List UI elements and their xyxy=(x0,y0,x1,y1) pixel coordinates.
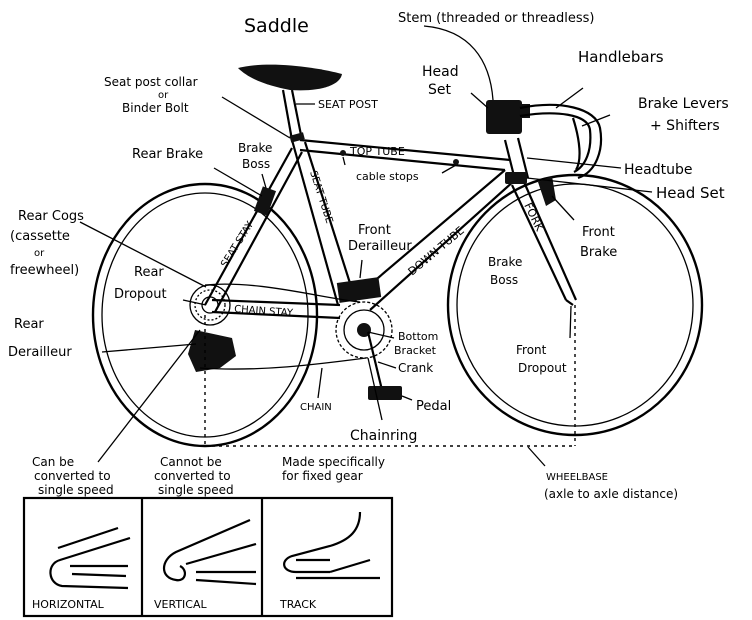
label-fork-brake-boss-2: Boss xyxy=(490,273,518,287)
handlebars xyxy=(519,103,603,180)
caption-track: TRACK xyxy=(279,598,317,611)
note-vertical-2: converted to xyxy=(154,469,231,483)
note-horizontal-3: single speed xyxy=(38,483,114,497)
head-set-lower xyxy=(505,172,527,184)
label-chain-stay: CHAIN STAY xyxy=(234,304,294,319)
label-head-set-lower: Head Set xyxy=(656,184,725,202)
label-pedal: Pedal xyxy=(416,399,451,414)
label-rear-cogs-2: (cassette xyxy=(10,229,70,244)
label-head-tube: Headtube xyxy=(624,162,692,178)
note-horizontal-2: converted to xyxy=(34,469,111,483)
dropout-types-panel: HORIZONTAL VERTICAL TRACK xyxy=(22,496,394,618)
label-seat-post: SEAT POST xyxy=(318,98,378,111)
label-front-brake-2: Brake xyxy=(580,245,617,260)
label-wheelbase-1: WHEELBASE xyxy=(546,472,608,483)
label-bottom-bracket-1: Bottom xyxy=(398,330,438,343)
label-seat-post-collar-1: Seat post collar xyxy=(104,75,198,89)
caption-vertical: VERTICAL xyxy=(154,598,207,611)
note-vertical-3: single speed xyxy=(158,483,234,497)
track-dropout-sketch xyxy=(283,511,380,580)
label-chainring: Chainring xyxy=(350,428,417,444)
label-down-tube: DOWN TUBE xyxy=(406,224,467,278)
horizontal-dropout-sketch xyxy=(49,526,131,590)
label-rear-derailleur-1: Rear xyxy=(14,317,44,332)
label-rear-brake: Rear Brake xyxy=(132,147,203,162)
label-brake-boss-1: Brake xyxy=(238,141,272,155)
caption-horizontal: HORIZONTAL xyxy=(32,598,105,611)
label-head-set-top-2: Set xyxy=(428,82,452,98)
label-brake-levers-1: Brake Levers xyxy=(638,96,729,112)
pedal xyxy=(368,386,402,400)
part-labels: Saddle Stem (threaded or threadless) Han… xyxy=(8,11,729,501)
label-fork: FORK xyxy=(521,201,546,234)
wheelbase-marker xyxy=(204,305,576,447)
label-rear-cogs-4: freewheel) xyxy=(10,263,79,278)
label-front-derailleur-1: Front xyxy=(358,223,391,238)
front-brake xyxy=(538,176,556,206)
rear-brake xyxy=(253,186,277,216)
label-saddle: Saddle xyxy=(244,15,309,37)
label-rear-cogs-1: Rear Cogs xyxy=(18,209,84,224)
label-rear-cogs-3: or xyxy=(34,248,45,259)
label-front-dropout-1: Front xyxy=(516,343,547,357)
label-rear-dropout-2: Dropout xyxy=(114,287,167,302)
note-track-1: Made specifically xyxy=(282,455,385,469)
label-rear-dropout-1: Rear xyxy=(134,265,164,280)
label-rear-derailleur-2: Derailleur xyxy=(8,345,72,360)
dropout-notes: Can be converted to single speed Cannot … xyxy=(32,455,385,497)
note-horizontal-1: Can be xyxy=(32,455,74,469)
label-brake-levers-2: + Shifters xyxy=(650,118,720,134)
label-stem: Stem (threaded or threadless) xyxy=(398,11,594,26)
label-cable-stops: cable stops xyxy=(356,170,419,183)
chainring xyxy=(335,301,393,359)
rear-derailleur xyxy=(188,330,236,372)
chain xyxy=(204,283,361,303)
label-top-tube: TOP TUBE xyxy=(349,145,405,158)
note-track-2: for fixed gear xyxy=(282,469,363,483)
label-chain: CHAIN xyxy=(300,402,332,413)
crank xyxy=(366,331,384,391)
label-fork-brake-boss-1: Brake xyxy=(488,255,522,269)
label-seat-post-collar-3: Binder Bolt xyxy=(122,101,189,115)
label-front-dropout-2: Dropout xyxy=(518,361,567,375)
label-seat-tube: SEAT TUBE xyxy=(307,170,334,225)
label-wheelbase-2: (axle to axle distance) xyxy=(544,487,678,501)
front-derailleur xyxy=(336,277,382,303)
saddle xyxy=(238,64,342,91)
label-handlebars: Handlebars xyxy=(578,48,664,66)
leader-lines xyxy=(79,25,653,467)
vertical-dropout-sketch xyxy=(162,518,257,586)
stem xyxy=(486,100,522,134)
label-brake-boss-2: Boss xyxy=(242,157,270,171)
label-bottom-bracket-2: Bracket xyxy=(394,344,437,357)
label-crank: Crank xyxy=(398,361,433,375)
label-front-derailleur-2: Derailleur xyxy=(348,239,412,254)
seat-post xyxy=(281,89,305,143)
rear-cogs xyxy=(189,284,231,326)
label-head-set-top-1: Head xyxy=(422,64,459,80)
label-front-brake-1: Front xyxy=(582,225,615,240)
label-seat-post-collar-2: or xyxy=(158,90,169,101)
note-vertical-1: Cannot be xyxy=(160,455,222,469)
brake-lever xyxy=(571,117,581,171)
front-wheel xyxy=(446,173,704,437)
